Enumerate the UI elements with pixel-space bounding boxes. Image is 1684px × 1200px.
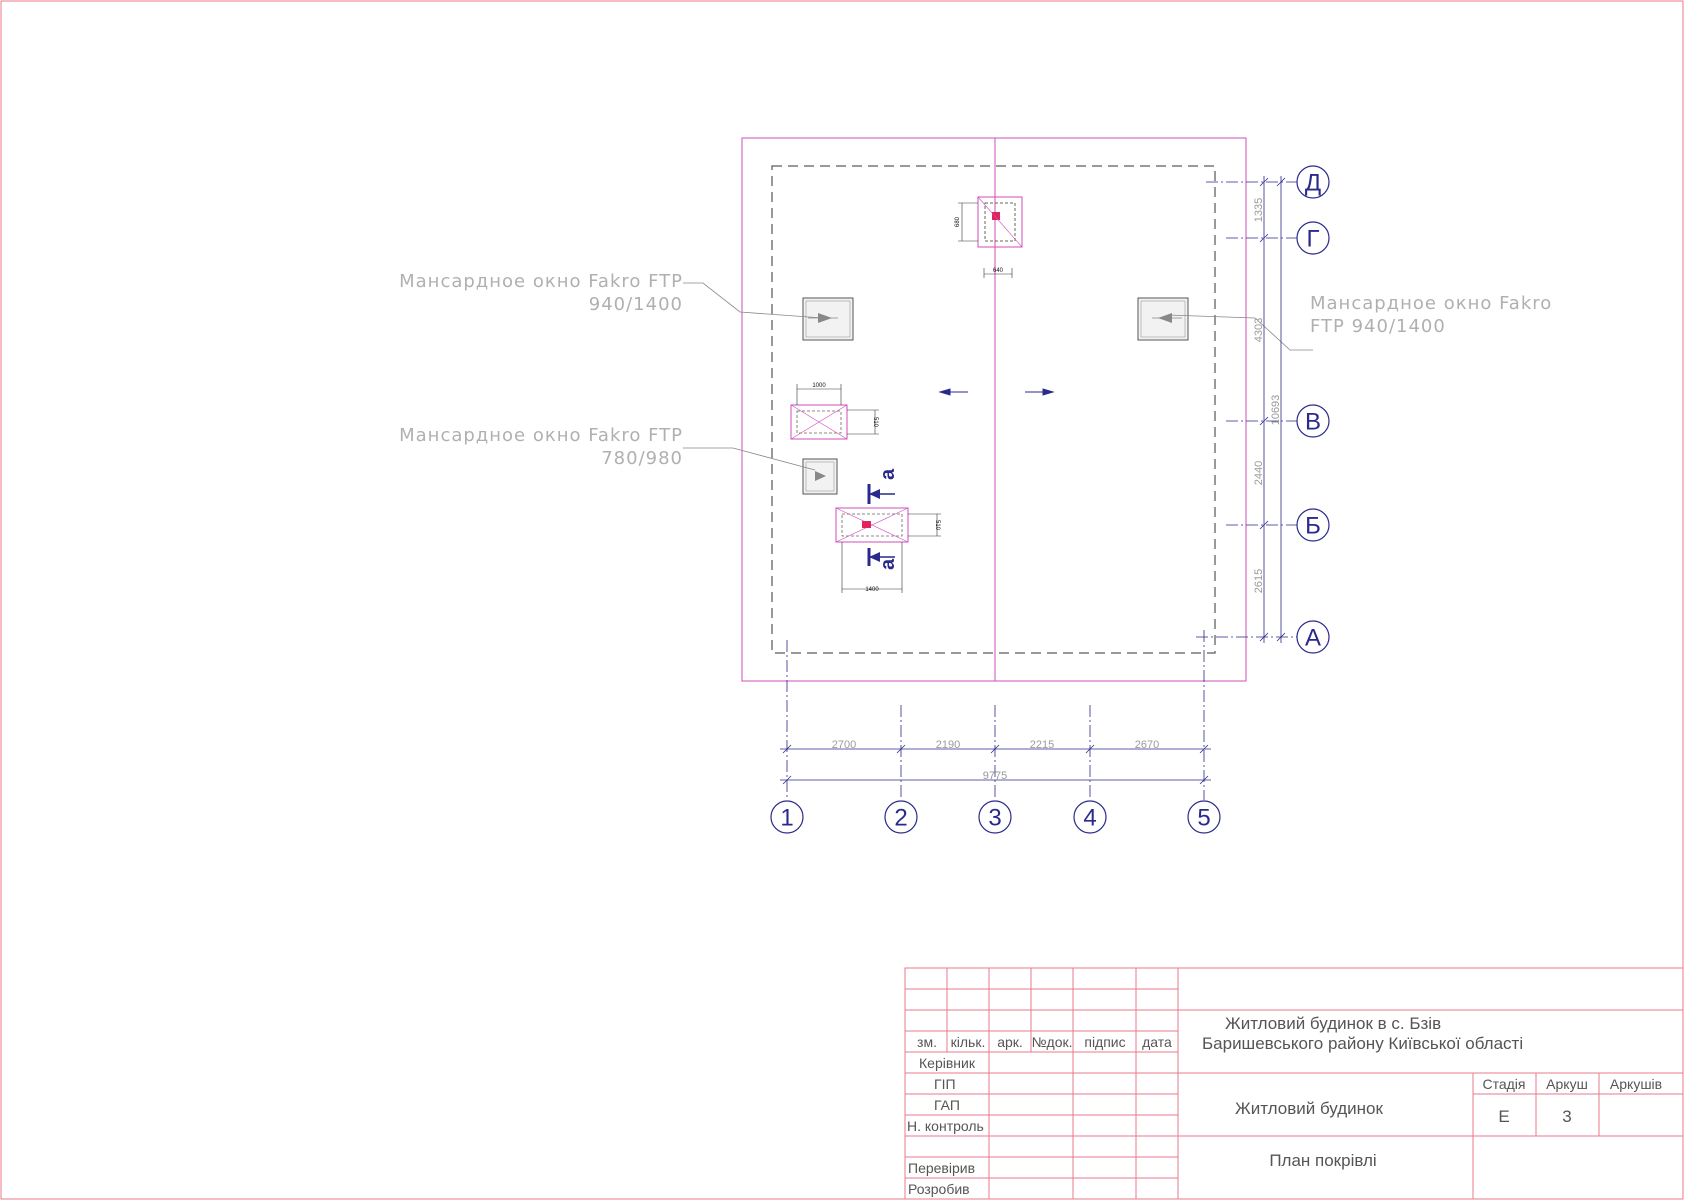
vent-upper bbox=[790, 384, 879, 440]
tb-col-kilk: кільк. bbox=[951, 1034, 986, 1050]
callout-left-top-line1: Мансардное окно Fakro FTP bbox=[399, 271, 683, 292]
tb-col-pidpys: підпис bbox=[1084, 1034, 1125, 1050]
dim-vent-lower-width: 1400 bbox=[865, 587, 879, 593]
axis-label-4: 4 bbox=[1083, 805, 1096, 832]
dim-vent-lower-height: 510 bbox=[934, 520, 940, 531]
slope-arrow-left bbox=[938, 388, 968, 396]
section-mark-bottom bbox=[867, 548, 895, 566]
axis-bubble-G bbox=[1296, 221, 1330, 255]
axis-bubble-4 bbox=[1073, 800, 1107, 834]
axis-label-V: В bbox=[1305, 409, 1321, 436]
axis-label-B: Б bbox=[1305, 513, 1321, 540]
tb-role-rozrobyv: Розробив bbox=[908, 1181, 970, 1197]
dim-vent-upper-width: 1000 bbox=[812, 383, 826, 389]
tb-role-gip: ГІП bbox=[934, 1076, 956, 1092]
axis-bubble-5 bbox=[1187, 800, 1221, 834]
axis-label-3: 3 bbox=[988, 805, 1001, 832]
axis-bubble-3 bbox=[978, 800, 1012, 834]
tb-role-n-kontrol: Н. контроль bbox=[907, 1118, 984, 1134]
section-label-bottom: а bbox=[877, 558, 899, 570]
leader-left-top bbox=[683, 282, 824, 319]
roof-window-left-top bbox=[802, 297, 854, 341]
axis-label-A: А bbox=[1305, 625, 1321, 652]
dim-h-total: 9775 bbox=[983, 770, 1007, 782]
dim-v-3: 2440 bbox=[1253, 461, 1265, 485]
tb-role-gap: ГАП bbox=[934, 1097, 960, 1113]
dim-vent-upper-height: 510 bbox=[872, 417, 878, 428]
tb-project-line1: Житловий будинок в с. Бзів bbox=[1225, 1014, 1441, 1033]
roof-window-left-small bbox=[802, 458, 838, 495]
wall-outline-dashed bbox=[771, 165, 1216, 654]
tb-col-zm: зм. bbox=[917, 1034, 937, 1050]
axis-bubble-A bbox=[1296, 620, 1330, 654]
dim-h-1: 2700 bbox=[832, 739, 856, 751]
callout-right-line2: FTP 940/1400 bbox=[1310, 316, 1446, 337]
dim-chimney-width: 640 bbox=[993, 268, 1004, 274]
dim-v-total: 10693 bbox=[1270, 395, 1282, 426]
axis-label-G: Г bbox=[1307, 226, 1320, 253]
tb-sheet-value: 3 bbox=[1562, 1107, 1571, 1126]
section-label-top: а bbox=[877, 468, 899, 480]
dim-h-2: 2190 bbox=[936, 739, 960, 751]
axis-bubble-B bbox=[1296, 508, 1330, 542]
tb-object: Житловий будинок bbox=[1235, 1099, 1383, 1118]
callout-left-top-line2: 940/1400 bbox=[589, 294, 683, 315]
tb-col-ndok: №док. bbox=[1032, 1034, 1073, 1050]
tb-sheet-label: Аркуш bbox=[1546, 1076, 1588, 1092]
axis-bubble-1 bbox=[770, 800, 804, 834]
slope-arrow-right bbox=[1025, 388, 1055, 396]
axis-label-2: 2 bbox=[894, 805, 907, 832]
tb-stage-value: Е bbox=[1498, 1107, 1509, 1126]
title-block bbox=[904, 967, 1684, 1200]
tb-sheets-label: Аркушів bbox=[1610, 1076, 1662, 1092]
axis-bubble-D bbox=[1296, 165, 1330, 199]
axis-label-1: 1 bbox=[780, 805, 793, 832]
tb-stage-label: Стадія bbox=[1482, 1076, 1525, 1092]
callout-right-line1: Мансардное окно Fakro bbox=[1310, 293, 1552, 314]
chimney-top bbox=[958, 196, 1023, 278]
tb-role-kerivnyk: Керівник bbox=[919, 1055, 976, 1071]
axis-label-D: Д bbox=[1305, 170, 1321, 197]
axis-bubble-2 bbox=[884, 800, 918, 834]
leader-left-bottom bbox=[683, 447, 816, 471]
dim-v-2: 4303 bbox=[1253, 318, 1265, 342]
dim-h-4: 2670 bbox=[1135, 739, 1159, 751]
tb-col-data: дата bbox=[1142, 1034, 1172, 1050]
callout-left-bottom-line1: Мансардное окно Fakro FTP bbox=[399, 425, 683, 446]
tb-role-pereviryv: Перевірив bbox=[908, 1160, 975, 1176]
axis-bubble-V bbox=[1296, 404, 1330, 438]
axis-label-5: 5 bbox=[1197, 805, 1210, 832]
tb-sheet-title: План покрівлі bbox=[1269, 1151, 1376, 1170]
tb-project-line2: Баришевського району Київської області bbox=[1202, 1034, 1523, 1053]
roof-outline bbox=[741, 137, 1247, 682]
vent-lower bbox=[835, 507, 941, 593]
dim-v-4: 2615 bbox=[1253, 569, 1265, 593]
dim-chimney-height: 680 bbox=[955, 216, 961, 227]
section-mark-top bbox=[867, 484, 895, 504]
leader-right bbox=[1167, 314, 1313, 351]
tb-col-ark: арк. bbox=[997, 1034, 1023, 1050]
callout-left-bottom-line2: 780/980 bbox=[601, 448, 683, 469]
dim-v-1: 1335 bbox=[1253, 198, 1265, 222]
dim-h-3: 2215 bbox=[1030, 739, 1054, 751]
roof-window-right bbox=[1137, 297, 1189, 341]
